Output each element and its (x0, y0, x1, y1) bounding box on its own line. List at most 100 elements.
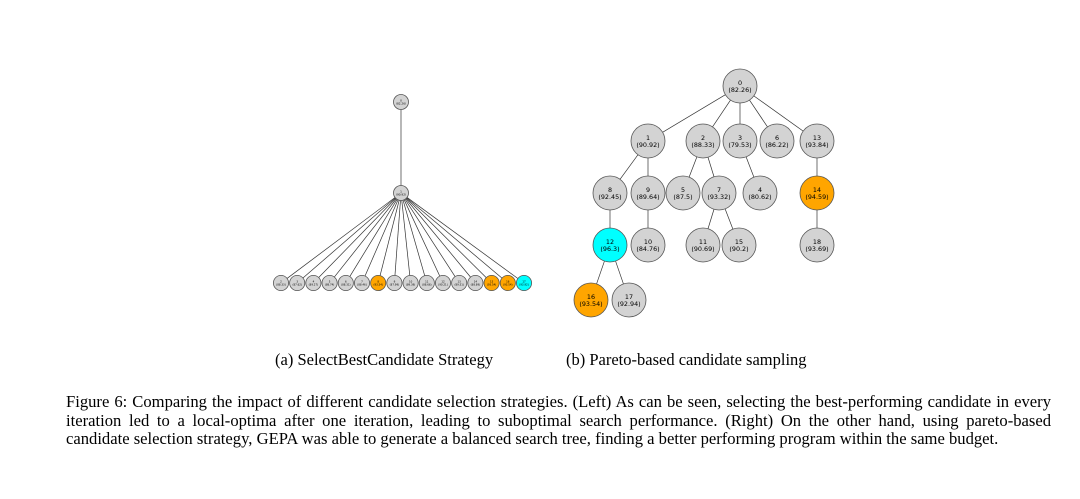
tree-edge (406, 197, 503, 279)
node-circle (393, 94, 409, 110)
node-score: (89.51) (454, 282, 463, 286)
node-score: (82.26) (396, 102, 406, 106)
caption-left: (a) SelectBestCandidate Strategy (275, 350, 494, 369)
node-id: 11 (425, 280, 429, 284)
left-leaf-node: 9(87.99) (386, 274, 403, 291)
right-tree-node: 10(84.76) (630, 227, 666, 263)
node-circle (321, 274, 338, 291)
node-id: 15 (735, 238, 743, 246)
node-score: (93.54) (579, 300, 602, 308)
tree-edge (394, 200, 401, 276)
tree-edge (688, 156, 698, 178)
node-id: 6 (775, 134, 779, 142)
node-circle (386, 274, 403, 291)
node-id: 10 (644, 238, 652, 246)
node-id: 1 (646, 134, 650, 142)
node-score: (87.5) (673, 193, 692, 201)
figure-caption: Figure 6: Comparing the impact of differ… (66, 392, 1051, 448)
node-score: (88.89) (471, 282, 480, 286)
left-leaf-node: 2(88.33) (272, 274, 289, 291)
right-tree-node: 4(80.62) (742, 175, 778, 211)
node-circle (370, 274, 387, 291)
node-id: 1 (400, 190, 402, 194)
node-circle (272, 274, 289, 291)
right-tree-node: 16(93.54) (573, 282, 609, 318)
left-search-tree: 0(82.26)1(90.92)2(88.33)3(87.62)4(89.27)… (272, 94, 533, 291)
node-circle (592, 227, 628, 263)
tree-edge (749, 99, 768, 128)
node-circle (630, 227, 666, 263)
tree-edge (402, 200, 426, 276)
left-leaf-node: 17(93.92) (516, 274, 533, 291)
tree-edge (707, 209, 715, 229)
right-tree-node: 1(90.92) (630, 123, 666, 159)
tree-edge (379, 200, 400, 276)
node-score: (88.66) (422, 282, 431, 286)
right-tree-node: 7(93.32) (701, 175, 737, 211)
tree-edge (349, 199, 398, 277)
node-score: (87.62) (292, 282, 301, 286)
left-leaf-node: 6(88.31) (337, 274, 354, 291)
tree-edge (286, 197, 396, 279)
right-tree-node: 6(86.22) (759, 123, 795, 159)
node-score: (90.92) (396, 193, 406, 197)
node-circle (393, 185, 409, 201)
right-tree-node: 17(92.94) (611, 282, 647, 318)
node-id: 12 (441, 280, 445, 284)
node-circle (799, 227, 835, 263)
tree-edge (302, 197, 396, 279)
right-tree-node: 3(79.53) (722, 123, 758, 159)
node-score: (93.84) (805, 141, 828, 149)
node-score: (89.64) (636, 193, 659, 201)
node-score: (96.3) (600, 245, 619, 253)
right-tree-node: 5(87.5) (665, 175, 701, 211)
left-leaf-node: 16(93.54) (499, 274, 516, 291)
right-search-tree: 0(82.26)1(90.92)2(88.33)3(79.53)6(86.22)… (573, 68, 835, 318)
node-id: 2 (280, 280, 282, 284)
node-id: 17 (625, 293, 633, 301)
node-score: (88.33) (691, 141, 714, 149)
node-circle (630, 175, 666, 211)
right-tree-node: 11(90.69) (685, 227, 721, 263)
left-leaf-node: 8(93.54) (370, 274, 387, 291)
right-tree-node: 15(90.2) (721, 227, 757, 263)
node-id: 14 (474, 280, 478, 284)
node-circle (402, 274, 419, 291)
tree-edge (404, 199, 456, 277)
node-id: 14 (813, 186, 821, 194)
node-id: 9 (394, 280, 396, 284)
tree-edge (406, 198, 487, 278)
node-id: 17 (522, 280, 526, 284)
node-id: 9 (646, 186, 650, 194)
node-score: (86.22) (765, 141, 788, 149)
node-circle (353, 274, 370, 291)
node-id: 10 (409, 280, 413, 284)
node-score: (90.2) (729, 245, 748, 253)
node-score: (93.32) (707, 193, 730, 201)
node-score: (93.54) (503, 282, 512, 286)
node-id: 5 (329, 280, 331, 284)
node-id: 13 (813, 134, 821, 142)
node-circle (434, 274, 451, 291)
node-score: (79.53) (728, 141, 751, 149)
node-score: (89.27) (309, 282, 318, 286)
tree-edge (753, 95, 804, 132)
node-score: (93.69) (805, 245, 828, 253)
tree-edge (364, 199, 399, 277)
node-circle (701, 175, 737, 211)
node-id: 18 (813, 238, 821, 246)
node-id: 3 (738, 134, 742, 142)
tree-edge (662, 94, 726, 133)
tree-edge (745, 156, 755, 178)
left-leaf-node: 11(88.66) (418, 274, 435, 291)
left-leaf-node: 5(88.74) (321, 274, 338, 291)
node-circle (759, 123, 795, 159)
node-score: (90.21) (438, 282, 447, 286)
node-score: (92.94) (617, 300, 640, 308)
node-id: 13 (458, 280, 462, 284)
node-circle (499, 274, 516, 291)
node-id: 8 (377, 280, 379, 284)
right-tree-node: 2(88.33) (685, 123, 721, 159)
node-id: 2 (701, 134, 705, 142)
